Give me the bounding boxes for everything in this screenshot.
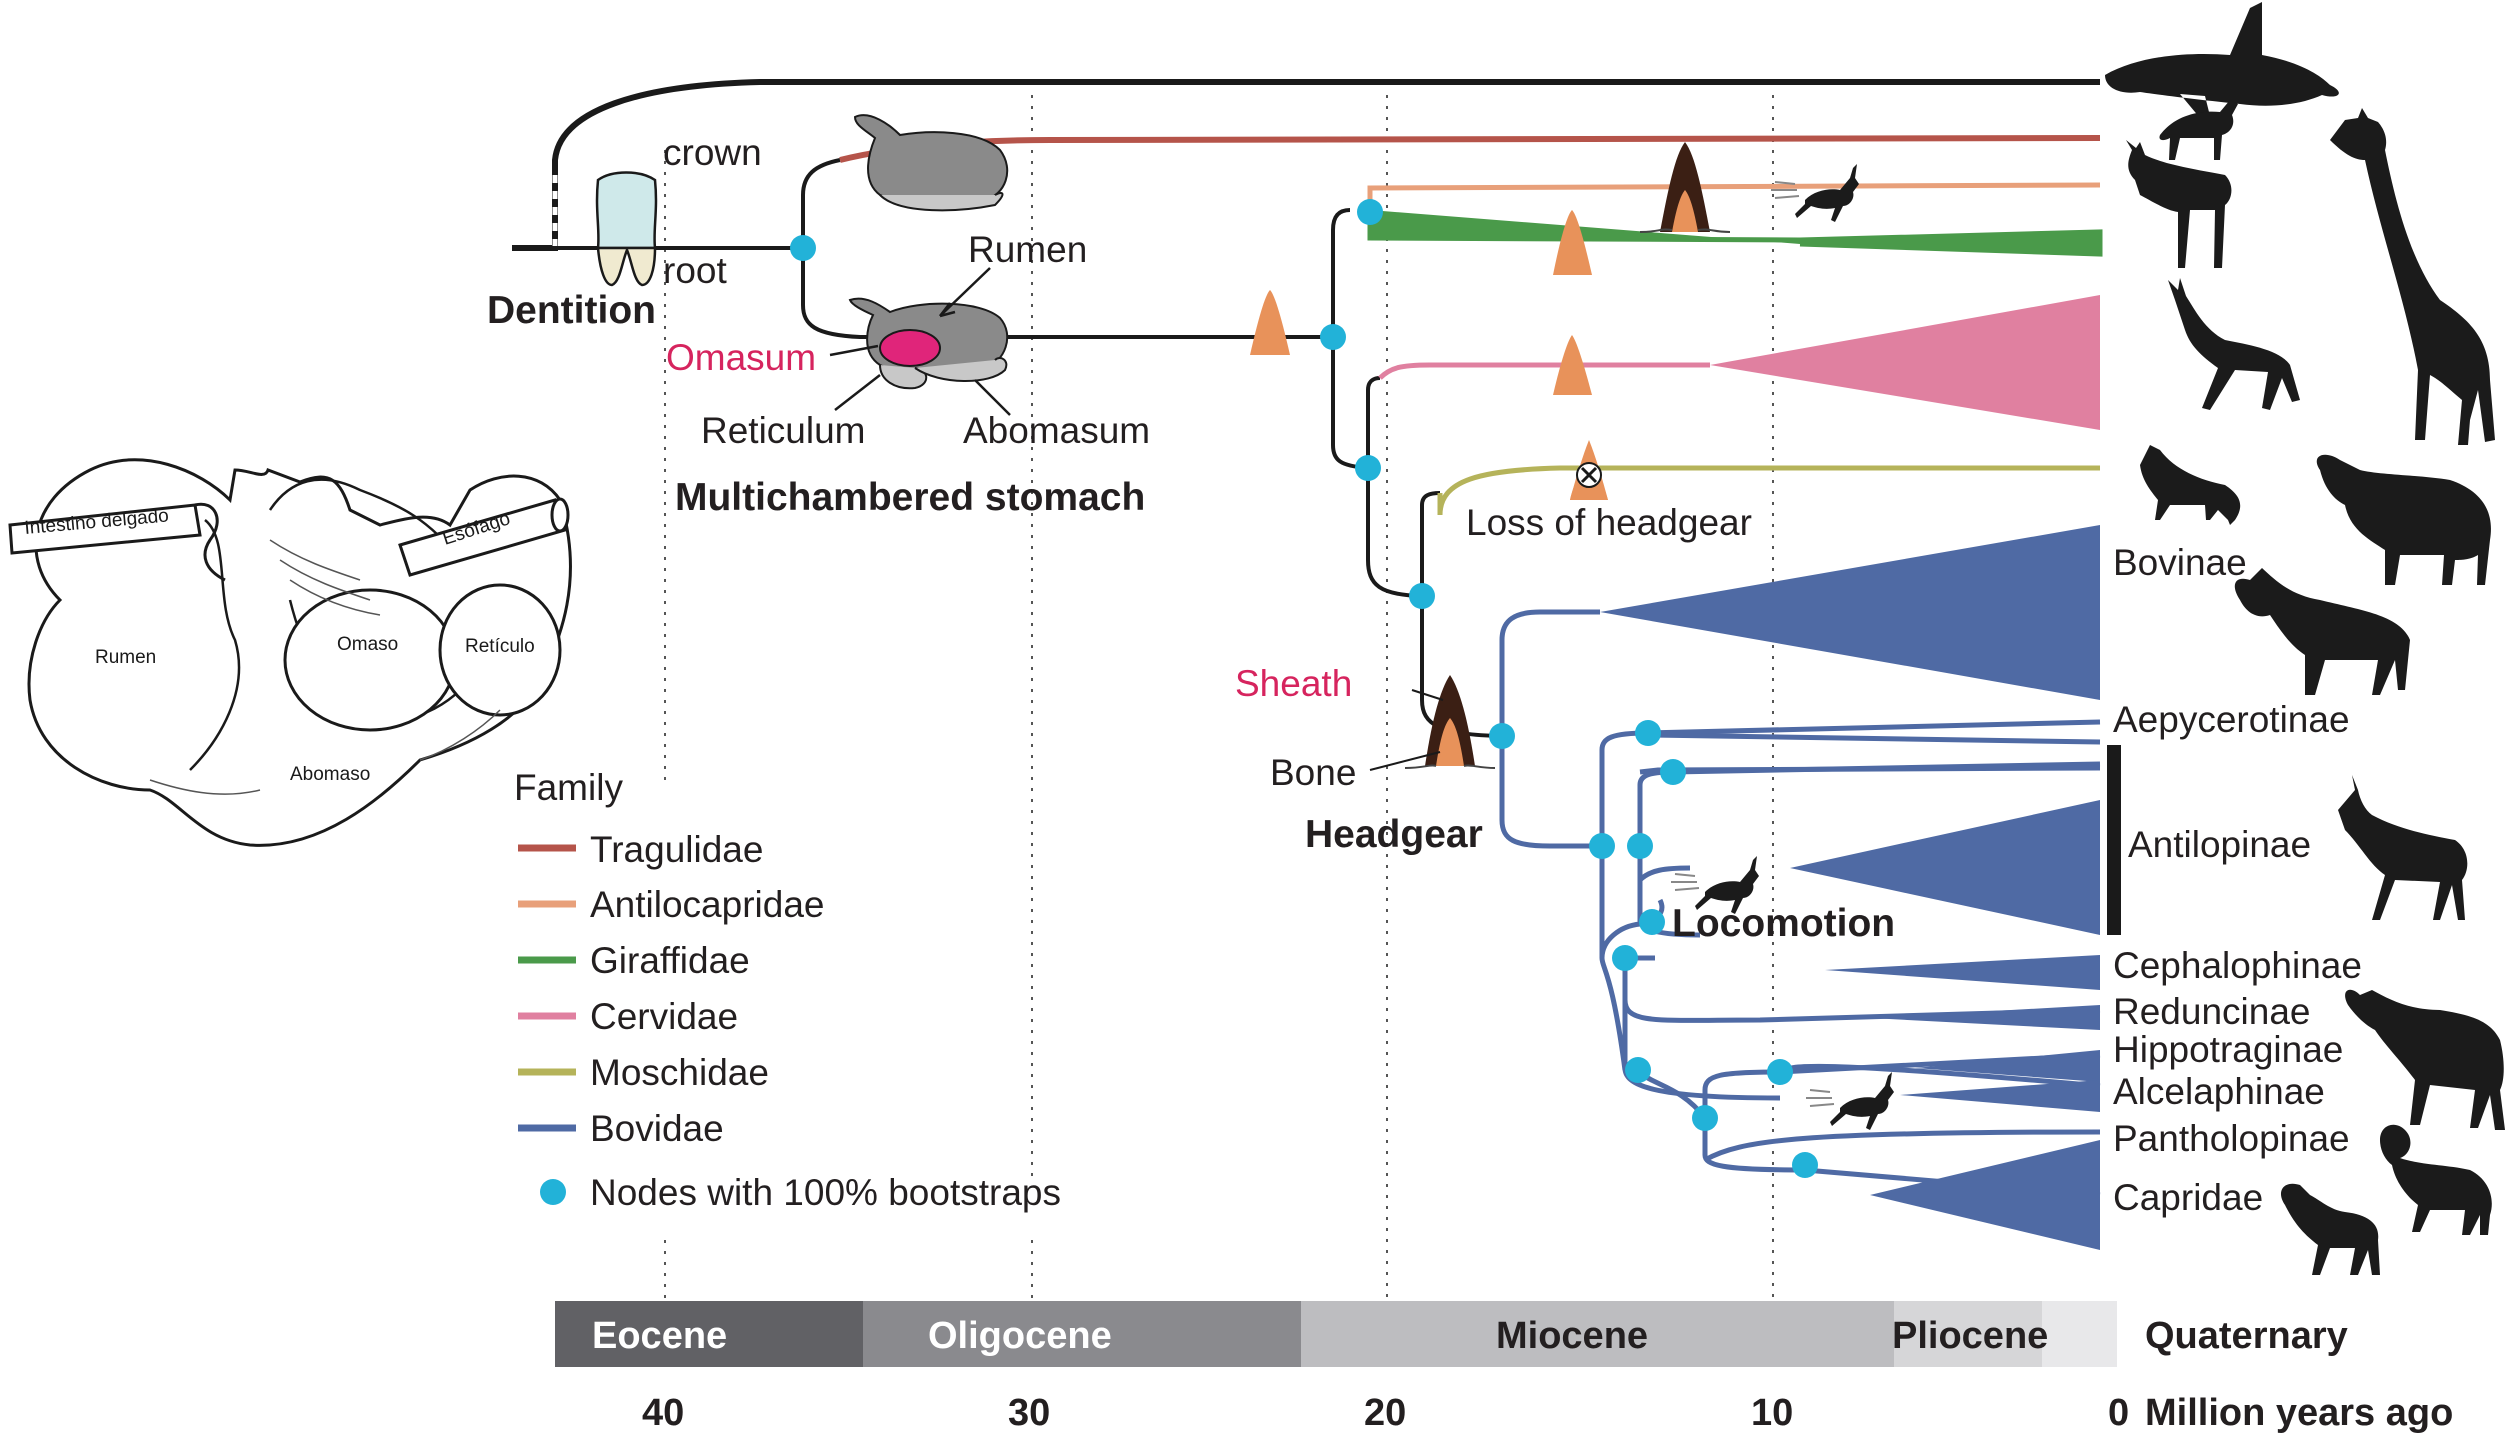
label-rumen-es: Rumen [95, 647, 156, 668]
abomasum-label: Abomasum [963, 410, 1150, 451]
branch-antilocapridae [1367, 182, 2101, 210]
label-antilopinae: Antilopinae [2128, 824, 2311, 865]
legend-title: Family [514, 767, 623, 808]
label-reduncinae: Reduncinae [2113, 991, 2310, 1032]
era-miocene-band [1301, 1301, 1894, 1367]
label-bovinae: Bovinae [2113, 542, 2247, 583]
stomach-pointers [829, 267, 1011, 416]
loss-of-headgear-label: Loss of headgear [1466, 502, 1752, 543]
stomach-title: Multichambered stomach [675, 476, 1145, 519]
era-eocene-band [555, 1301, 863, 1367]
stomach-sketch: Intestino delgado Esófago Rumen Omaso Re… [8, 458, 572, 847]
timescale: Eocene Oligocene Miocene Pliocene Quater… [555, 1301, 2453, 1434]
buffalo-silhouette [2316, 454, 2491, 585]
stomach-icon-top [853, 114, 1009, 212]
era-pliocene-band [1894, 1301, 2042, 1367]
legend-label-antilocapridae: Antilocapridae [590, 884, 824, 925]
bootstrap-nodes [790, 199, 1818, 1178]
ibex-silhouette [2280, 1183, 2380, 1275]
legend-label-tragulidae: Tragulidae [590, 829, 763, 870]
headgear-cones [1250, 210, 1608, 500]
legend-label-bovidae: Bovidae [590, 1108, 724, 1149]
branch-cervidae [1378, 362, 1710, 380]
sheath-label: Sheath [1235, 663, 1352, 704]
tick-30: 30 [1008, 1392, 1050, 1434]
pronghorn-silhouette [2126, 140, 2232, 268]
branch-moschidae [1437, 465, 2100, 516]
bovidae-clades [1600, 525, 2100, 1250]
root-label: root [663, 250, 727, 291]
omasum-label: Omasum [666, 337, 816, 378]
tooth-icon [512, 171, 720, 287]
time-gridlines [664, 95, 1774, 1300]
era-pliocene: Pliocene [1892, 1315, 2048, 1357]
wildebeest-silhouette [2345, 989, 2505, 1130]
label-aepycerotinae: Aepycerotinae [2113, 699, 2350, 740]
giraffe-silhouette [2330, 108, 2495, 445]
legend-label-cervidae: Cervidae [590, 996, 738, 1037]
branch-tragulidae [839, 135, 2101, 163]
musk-deer-silhouette [2140, 445, 2241, 525]
ox-silhouette [2234, 568, 2410, 695]
reticulum-label: Reticulum [701, 410, 866, 451]
label-pantholopinae: Pantholopinae [2113, 1118, 2350, 1159]
rumen-label: Rumen [968, 229, 1087, 270]
tick-10: 10 [1751, 1392, 1793, 1434]
tick-0: 0 [2108, 1392, 2129, 1434]
era-quaternary: Quaternary [2145, 1315, 2348, 1357]
headgear-horn-icon [1369, 675, 1496, 771]
outgroup-branch [512, 79, 2100, 251]
label-abomaso: Abomaso [290, 764, 370, 785]
label-alcelaphinae: Alcelaphinae [2113, 1071, 2325, 1112]
time-unit-label: Million years ago [2145, 1392, 2453, 1434]
crown-label: crown [663, 132, 762, 173]
family-legend: Family Tragulidae Antilocapridae Giraffi… [514, 767, 1061, 1213]
label-cephalophinae: Cephalophinae [2113, 945, 2362, 986]
legend-label-giraffidae: Giraffidae [590, 940, 750, 981]
headgear-title: Headgear [1305, 813, 1483, 856]
clade-cervidae [1710, 295, 2100, 430]
subfamily-labels: Bovinae Aepycerotinae Antilopinae Cephal… [2113, 542, 2362, 1218]
branch-giraffidae [1367, 210, 2103, 257]
bone-label: Bone [1270, 752, 1356, 793]
era-eocene: Eocene [592, 1315, 727, 1357]
loss-of-headgear-icon [1570, 440, 1608, 500]
label-hippotraginae: Hippotraginae [2113, 1029, 2343, 1070]
antilocapra-horn-icon [1639, 142, 1731, 233]
orca-silhouette [2105, 2, 2339, 118]
era-miocene: Miocene [1496, 1315, 1648, 1357]
gazelle-silhouette [2338, 775, 2468, 920]
locomotion-title: Locomotion [1672, 902, 1895, 945]
bovidae-branches [1499, 609, 2101, 1198]
deer-silhouette [2168, 278, 2300, 410]
tick-40: 40 [642, 1392, 684, 1434]
era-oligocene: Oligocene [928, 1315, 1112, 1357]
stomach-icon-bottom [848, 297, 1009, 390]
legend-node-swatch [540, 1179, 566, 1205]
legend-node-label: Nodes with 100% bootstraps [590, 1172, 1061, 1213]
animal-silhouettes [2105, 2, 2505, 1275]
label-reticulo: Retículo [465, 636, 535, 657]
legend-label-moschidae: Moschidae [590, 1052, 769, 1093]
dentition-title: Dentition [487, 289, 656, 332]
ram-silhouette [2380, 1124, 2492, 1235]
label-omaso: Omaso [337, 634, 398, 655]
label-capridae: Capridae [2113, 1177, 2263, 1218]
locomotion-antelope-icons [1671, 164, 1894, 1130]
chevrotain-silhouette [2159, 100, 2238, 160]
tick-20: 20 [1364, 1392, 1406, 1434]
era-quaternary-band [2042, 1301, 2117, 1367]
era-oligocene-band [863, 1301, 1301, 1367]
